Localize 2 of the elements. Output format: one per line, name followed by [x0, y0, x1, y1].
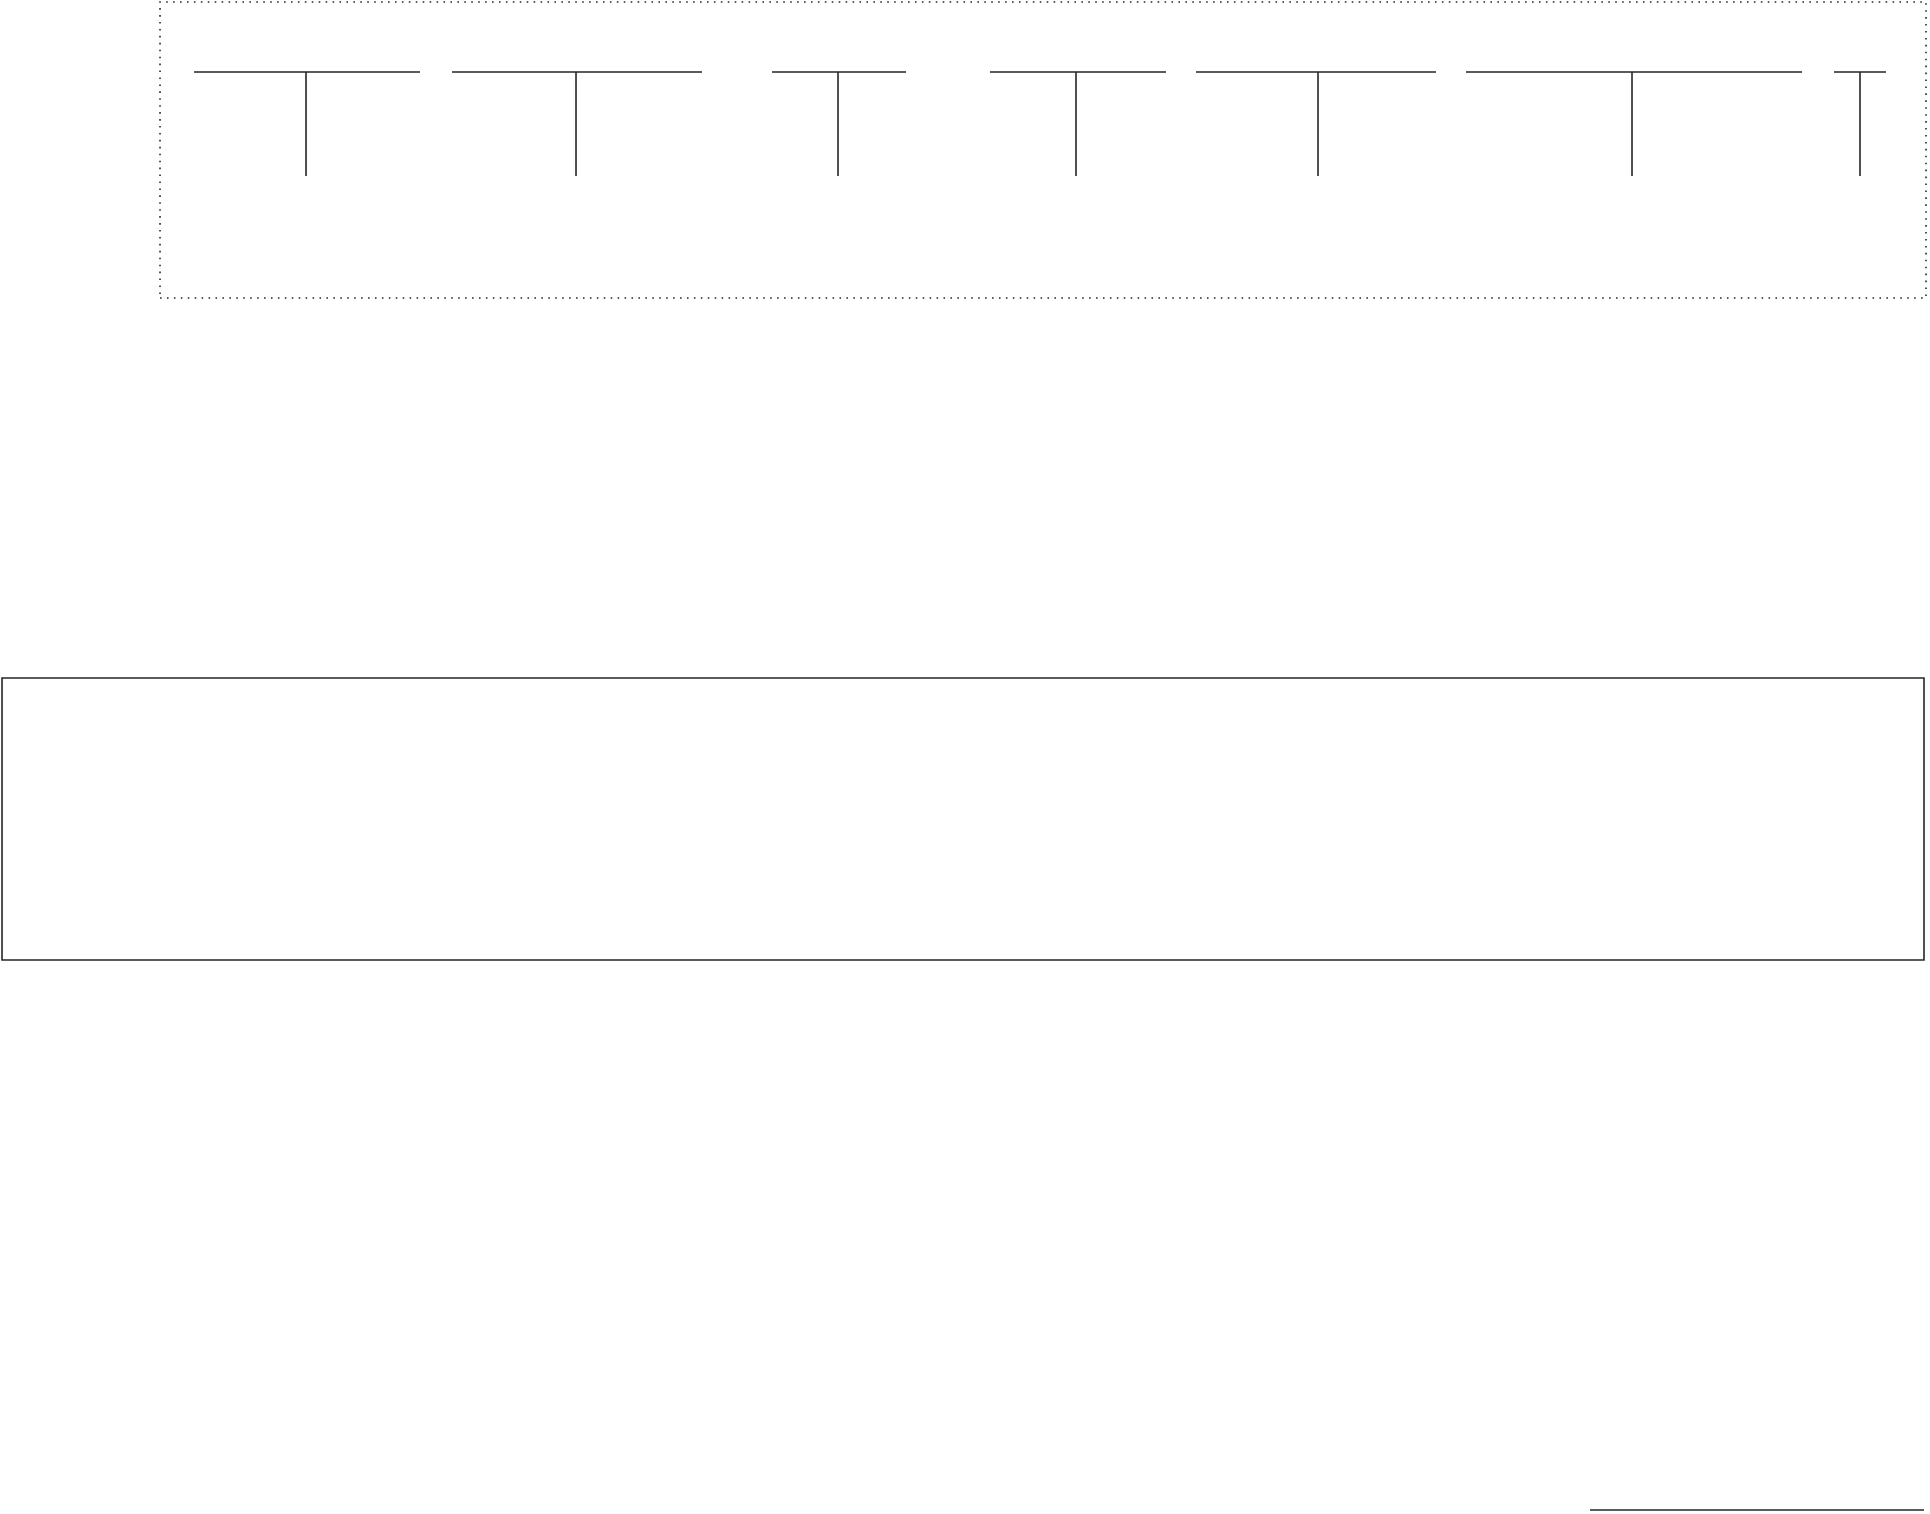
dotted-frame — [159, 1, 1927, 299]
answer-box — [1, 677, 1925, 961]
